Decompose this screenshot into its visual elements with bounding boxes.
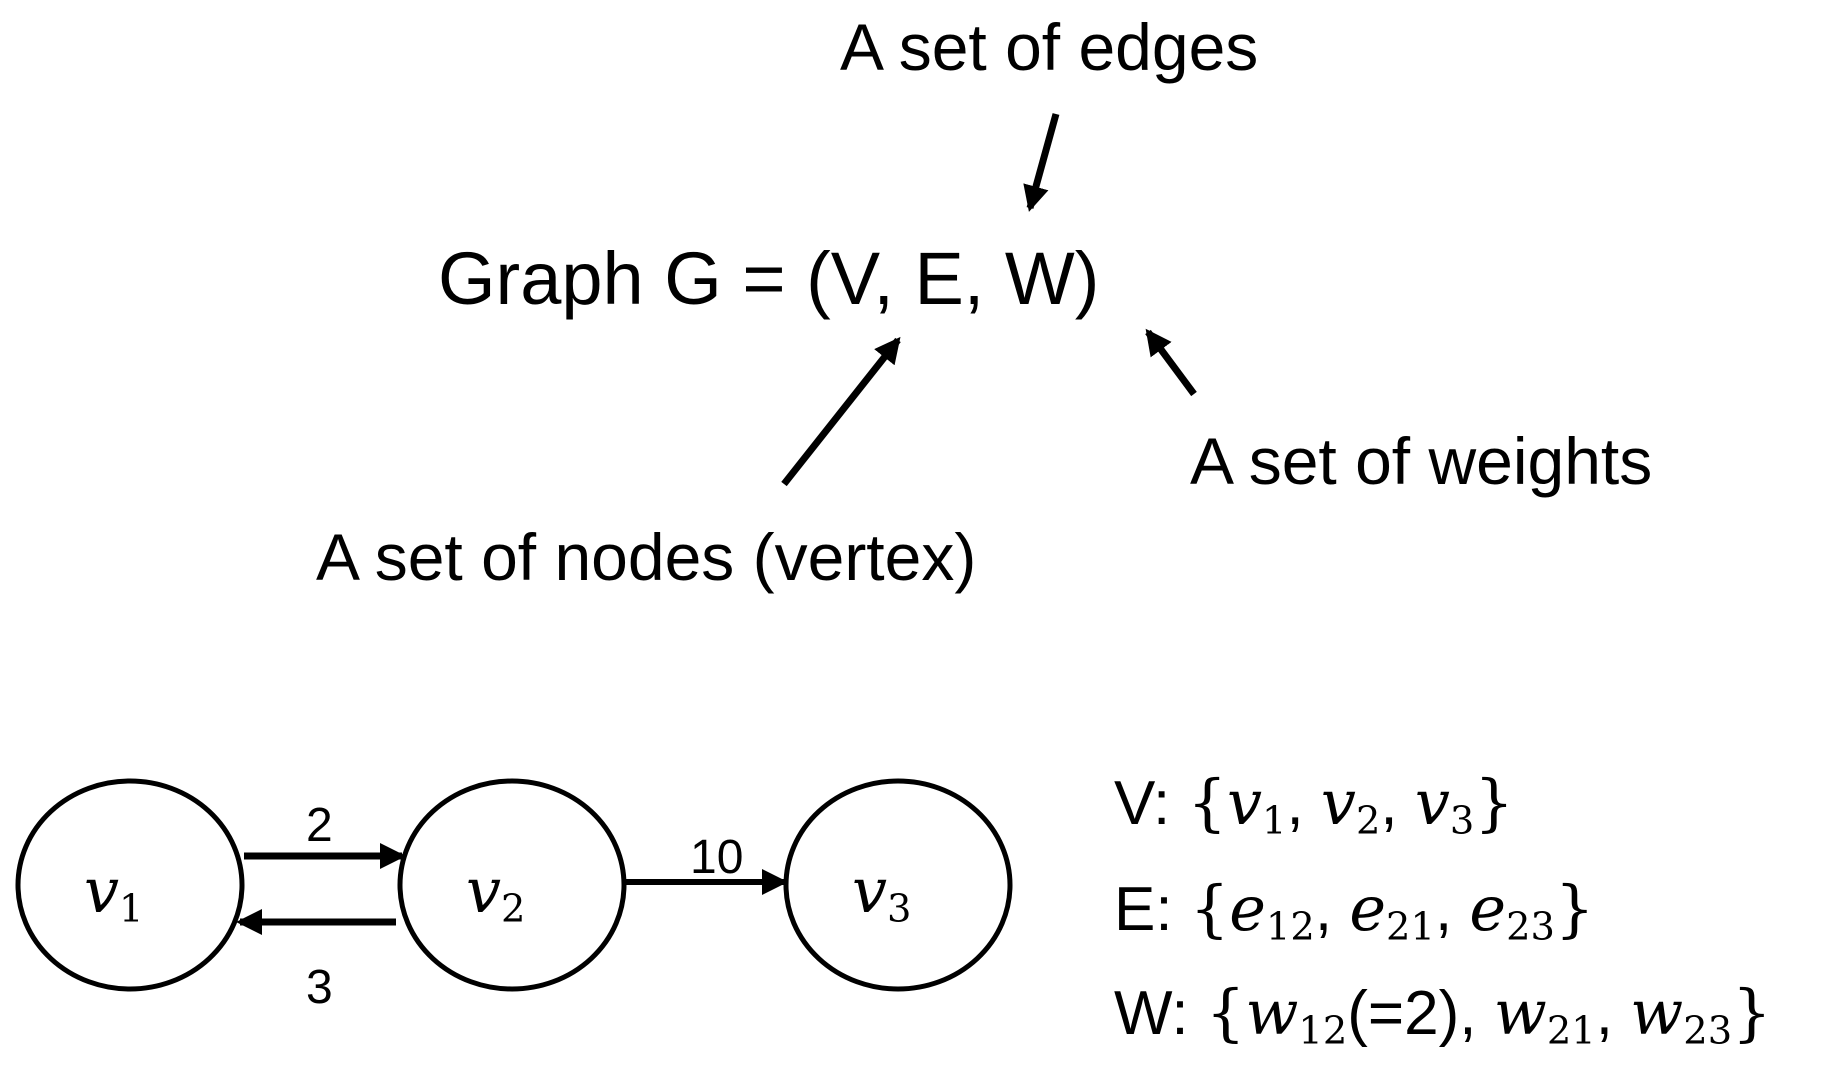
weights-arrow bbox=[1145, 328, 1197, 397]
node-v2 bbox=[397, 778, 627, 992]
vertex-set: V: {v1, v2, v3} bbox=[1114, 766, 1514, 844]
edges-arrow bbox=[1023, 113, 1060, 212]
weight-set: W: {w12(=2), w21, w23} bbox=[1114, 976, 1772, 1054]
node-label-v3: v3 bbox=[852, 854, 912, 932]
edge-weight-label: 10 bbox=[690, 831, 744, 884]
edge-weight-label: 2 bbox=[306, 799, 333, 852]
node-label-v1: v1 bbox=[84, 854, 144, 932]
node-label-v2: v2 bbox=[466, 854, 526, 932]
nodes-label: A set of nodes (vertex) bbox=[316, 520, 977, 594]
edge-set: E: {e12, e21, e23} bbox=[1114, 872, 1595, 950]
edge-weight-label: 3 bbox=[306, 961, 333, 1014]
edges-label: A set of edges bbox=[840, 10, 1259, 84]
nodes-arrow bbox=[781, 336, 901, 487]
graph-definition: Graph G = (V, E, W) bbox=[438, 237, 1100, 320]
node-v1 bbox=[15, 778, 245, 992]
weights-label: A set of weights bbox=[1190, 424, 1653, 498]
